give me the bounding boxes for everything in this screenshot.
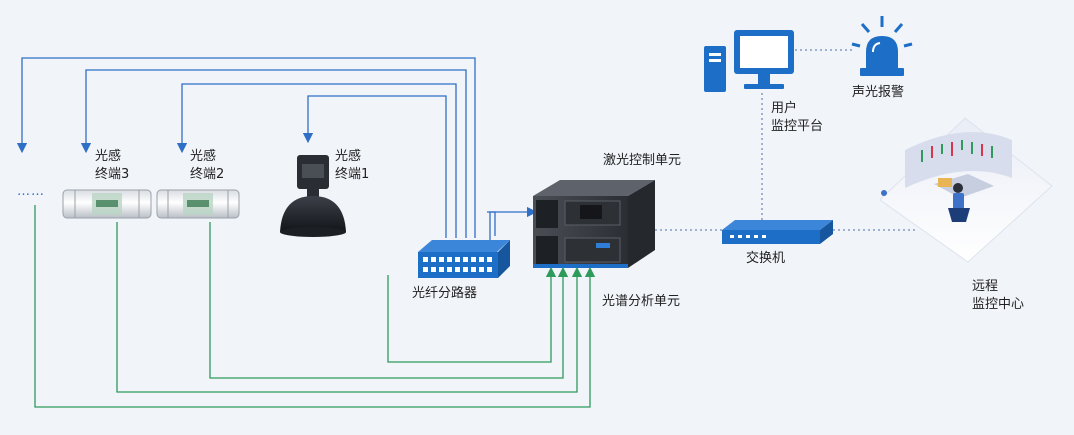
- splitter-label: 光纤分路器: [412, 286, 478, 301]
- control-room-illustration: [879, 117, 1053, 263]
- user-platform-label-line2: 监控平台: [771, 119, 824, 134]
- more-terminals-ellipsis: ……: [17, 184, 45, 199]
- fiber-splitter: [418, 240, 510, 278]
- laser-control-label: 激光控制单元: [603, 153, 682, 168]
- terminal-1-label-line1: 光感: [335, 149, 362, 164]
- optical-terminal-3: [62, 189, 152, 219]
- network-links: [655, 49, 915, 231]
- spectrum-analysis-label: 光谱分析单元: [602, 294, 681, 309]
- user-platform-label-line1: 用户: [771, 101, 798, 116]
- user-platform-label: 用户 监控平台: [771, 100, 823, 136]
- terminal-2-label: 光感 终端2: [190, 148, 224, 184]
- remote-center-label: 远程 监控中心: [972, 278, 1024, 314]
- siren-alarm-icon: [851, 16, 913, 76]
- network-switch: [722, 220, 833, 244]
- terminal-2-label-line2: 终端2: [190, 167, 225, 182]
- alarm-label: 声光报警: [852, 85, 905, 100]
- terminal-3-label: 光感 终端3: [95, 148, 129, 184]
- terminal-1-label: 光感 终端1: [335, 148, 369, 184]
- desktop-computer-icon: [704, 30, 794, 92]
- rack-units: [533, 180, 655, 268]
- optical-terminal-1: [280, 155, 346, 237]
- terminal-3-label-line2: 终端3: [95, 167, 130, 182]
- remote-center-label-line2: 监控中心: [972, 297, 1025, 312]
- remote-center-label-line1: 远程: [972, 279, 999, 294]
- terminal-1-label-line2: 终端1: [335, 167, 370, 182]
- blue-fiber-links: [16, 57, 538, 240]
- switch-label: 交换机: [746, 251, 786, 266]
- terminal-3-label-line1: 光感: [95, 149, 122, 164]
- optical-terminal-2: [156, 189, 240, 219]
- green-fiber-links: [34, 205, 596, 408]
- terminal-2-label-line1: 光感: [190, 149, 217, 164]
